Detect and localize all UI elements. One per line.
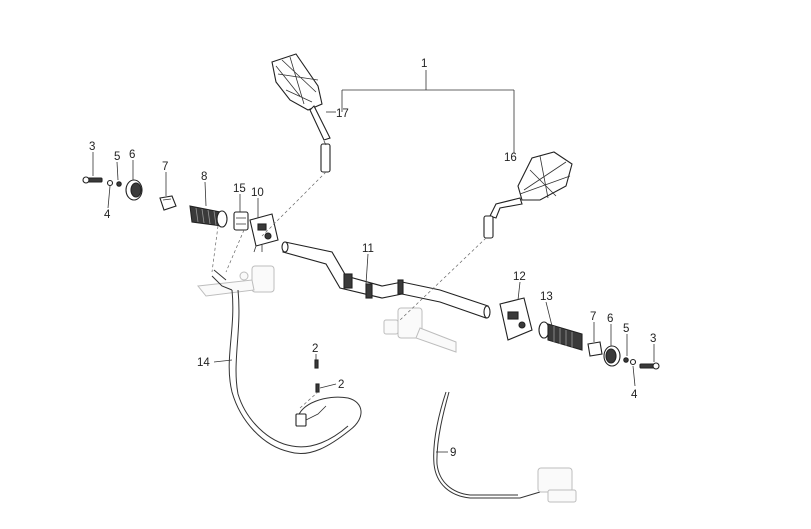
callout-7-left: 7	[162, 161, 168, 173]
callout-7-right: 7	[590, 311, 596, 323]
left-mirror[interactable]	[271, 53, 336, 173]
right-bar-end-weight[interactable]	[603, 345, 621, 367]
callout-5-right: 5	[623, 323, 629, 335]
callout-4-right: 4	[631, 389, 638, 401]
callout-3-right: 3	[650, 333, 656, 345]
assembly-bracket	[341, 70, 515, 153]
callout-1: 1	[421, 58, 427, 70]
right-bar-end-insert[interactable]	[587, 341, 603, 357]
left-grip[interactable]	[189, 205, 228, 228]
throttle-cable[interactable]	[433, 391, 541, 499]
left-handlebar-switch[interactable]	[249, 213, 279, 253]
callout-5-left: 5	[114, 151, 120, 163]
callout-15: 15	[233, 183, 246, 195]
callout-17: 17	[336, 108, 349, 120]
callout-8: 8	[201, 171, 207, 183]
left-spring-washer[interactable]	[116, 181, 122, 187]
assembly-dashed-lines	[211, 171, 487, 409]
right-mirror[interactable]	[483, 151, 573, 239]
callout-10: 10	[251, 187, 264, 199]
right-spring-washer[interactable]	[623, 357, 629, 363]
callout-3-left: 3	[89, 141, 95, 153]
callout-9: 9	[450, 447, 456, 459]
right-handlebar-switch[interactable]	[499, 297, 533, 341]
callout-12: 12	[513, 271, 526, 283]
callout-14: 14	[197, 357, 210, 369]
leader-lines	[92, 152, 655, 453]
left-bar-end-insert[interactable]	[159, 195, 177, 211]
callout-13: 13	[540, 291, 553, 303]
screw-a[interactable]	[314, 359, 319, 369]
right-washer[interactable]	[629, 358, 637, 366]
right-lever-ghost	[383, 307, 457, 353]
screw-b[interactable]	[315, 383, 320, 393]
callout-numbers: 1 17 16 3 5 6 4 7 8 15 10 11 12 13 7 6 5…	[89, 58, 656, 459]
left-bar-end-bolt[interactable]	[82, 176, 103, 184]
carburetor-ghost	[537, 467, 577, 503]
callout-2-lower: 2	[338, 379, 344, 391]
callout-4-left: 4	[104, 209, 111, 221]
callout-6-right: 6	[607, 313, 613, 325]
callout-2-upper: 2	[312, 343, 318, 355]
switch-cable-harness[interactable]	[211, 269, 362, 454]
left-washer[interactable]	[106, 179, 114, 187]
right-bar-end-bolt[interactable]	[639, 362, 660, 370]
callout-16: 16	[504, 152, 517, 164]
left-lever-ghost	[197, 265, 275, 297]
callout-6-left: 6	[129, 149, 135, 161]
left-switch-bracket[interactable]	[233, 211, 249, 231]
throttle-grip[interactable]	[538, 321, 583, 351]
callout-11: 11	[362, 243, 374, 255]
handlebar[interactable]	[281, 241, 491, 319]
left-bar-end-weight[interactable]	[125, 179, 143, 201]
